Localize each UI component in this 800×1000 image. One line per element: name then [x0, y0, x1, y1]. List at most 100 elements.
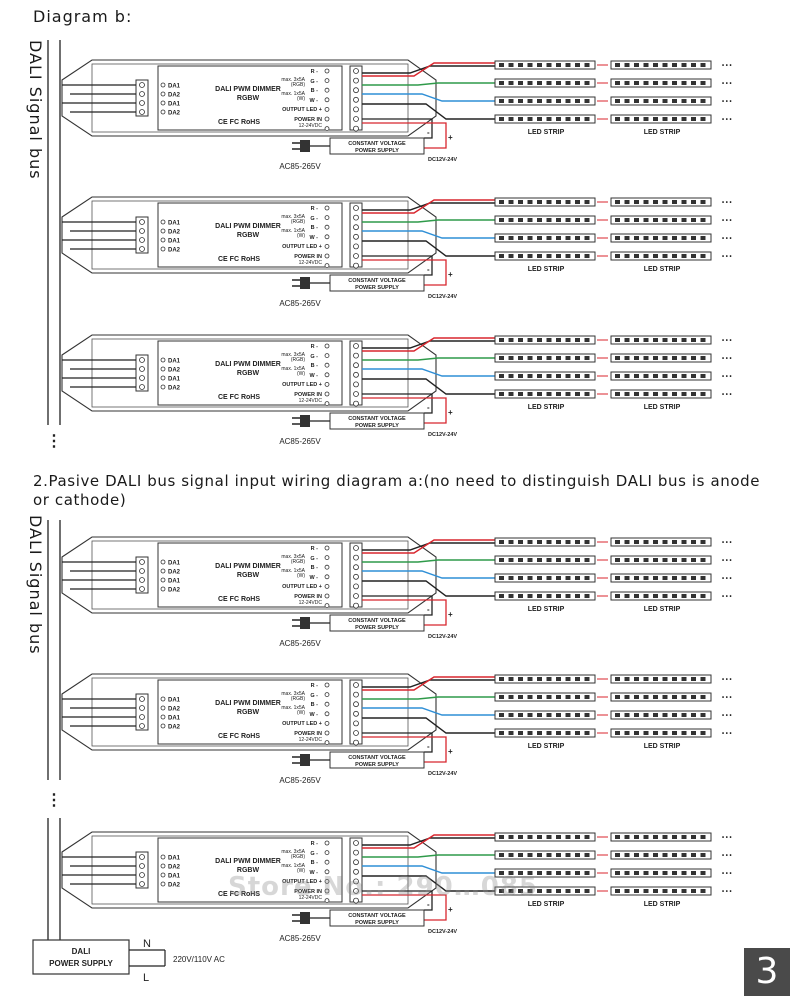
continuation-dots: • • •	[722, 392, 732, 398]
dimmer-title: DALI PWM DIMMER	[215, 563, 281, 570]
led-chip	[653, 540, 658, 544]
led-chip	[499, 677, 504, 681]
led-chip	[546, 558, 552, 562]
led-chip	[537, 236, 542, 240]
terminal-screw	[353, 739, 359, 746]
dc-voltage-label: DC12V-24V	[428, 634, 457, 640]
led-strip-segment	[494, 114, 596, 124]
rating-label: max. 3x5A	[281, 77, 305, 83]
ac-voltage-label: AC85-265V	[279, 934, 321, 943]
led-chip	[499, 99, 504, 103]
continuation-dots: • • •	[722, 338, 732, 344]
terminal-screw	[353, 352, 359, 359]
output-led-label: OUTPUT LED +	[282, 244, 322, 250]
mains-plug-icon	[300, 617, 310, 629]
wire	[362, 559, 495, 563]
wire	[362, 595, 433, 616]
led-chip	[700, 594, 706, 598]
led-chip	[624, 236, 630, 240]
led-chip	[565, 338, 571, 342]
led-chip	[643, 871, 649, 875]
input-label: DA1	[168, 377, 181, 383]
led-chip	[681, 853, 687, 857]
led-chip	[643, 374, 649, 378]
terminal-screw	[353, 720, 359, 727]
wire	[362, 539, 495, 554]
led-chip	[575, 254, 580, 258]
led-chip	[546, 200, 552, 204]
terminal-screw	[139, 577, 145, 583]
dimmer-panel	[91, 677, 409, 747]
led-chip	[584, 558, 590, 562]
channel-label: G -	[310, 79, 318, 85]
led-chip	[653, 558, 658, 562]
led-chip	[672, 254, 677, 258]
continuation-dots: • • •	[722, 889, 732, 895]
led-chip	[672, 374, 677, 378]
led-chip	[672, 889, 677, 893]
led-chip	[499, 695, 504, 699]
led-chip	[565, 889, 571, 893]
led-chip	[672, 594, 677, 598]
led-chip	[537, 835, 542, 839]
led-strip-segment	[610, 710, 712, 720]
led-chip	[565, 853, 571, 857]
psu-label: POWER SUPPLY	[355, 625, 399, 631]
led-chip	[700, 558, 706, 562]
input-terminal-block	[135, 216, 149, 254]
led-chip	[499, 356, 504, 360]
led-chip	[584, 695, 590, 699]
terminal-dot	[324, 68, 330, 74]
wire	[362, 875, 495, 892]
led-chip	[681, 889, 687, 893]
led-chip	[700, 677, 706, 681]
led-chip	[662, 236, 668, 240]
led-chip	[518, 576, 523, 580]
polarity-plus: +	[448, 270, 453, 279]
wire	[362, 834, 495, 849]
terminal-dot	[160, 586, 166, 592]
led-chip	[556, 853, 561, 857]
continuation-dots: • • •	[722, 853, 732, 859]
continuation-dots: • • •	[722, 117, 732, 123]
led-chip	[499, 540, 504, 544]
channel-label: B -	[311, 565, 319, 571]
led-chip	[518, 81, 523, 85]
led-chip	[624, 254, 630, 258]
led-chip	[518, 540, 523, 544]
led-chip	[624, 889, 630, 893]
led-chip	[499, 853, 504, 857]
terminal-dot	[160, 577, 166, 583]
led-chip	[508, 254, 514, 258]
led-chip	[700, 853, 706, 857]
led-chip	[584, 871, 590, 875]
page-number: 3	[744, 948, 790, 996]
led-chip	[700, 254, 706, 258]
led-strip-label: LED STRIP	[528, 743, 565, 750]
ac-voltage-label: AC85-265V	[279, 299, 321, 308]
led-strip-segment	[494, 197, 596, 207]
continuation-dots: • • •	[722, 558, 732, 564]
terminal-screw	[139, 100, 145, 106]
rating-label: (W)	[297, 710, 305, 716]
led-chip	[653, 356, 658, 360]
input-label: DA2	[168, 725, 181, 731]
terminal-dot	[160, 375, 166, 381]
led-strip-label: LED STRIP	[528, 901, 565, 908]
continuation-dots: • • •	[722, 236, 732, 242]
led-chip	[634, 374, 639, 378]
led-chip	[615, 677, 620, 681]
led-chip	[518, 853, 523, 857]
led-strip-label: LED STRIP	[528, 404, 565, 411]
led-strip-segment	[610, 555, 712, 565]
led-strip-segment	[610, 573, 712, 583]
led-strip-segment	[494, 251, 596, 261]
input-terminal-block	[135, 79, 149, 117]
led-chip	[584, 576, 590, 580]
led-chip	[518, 392, 523, 396]
terminal-screw	[139, 246, 145, 252]
dimmer-panel	[91, 338, 409, 408]
mains-plug-icon	[300, 277, 310, 289]
led-chip	[518, 356, 523, 360]
